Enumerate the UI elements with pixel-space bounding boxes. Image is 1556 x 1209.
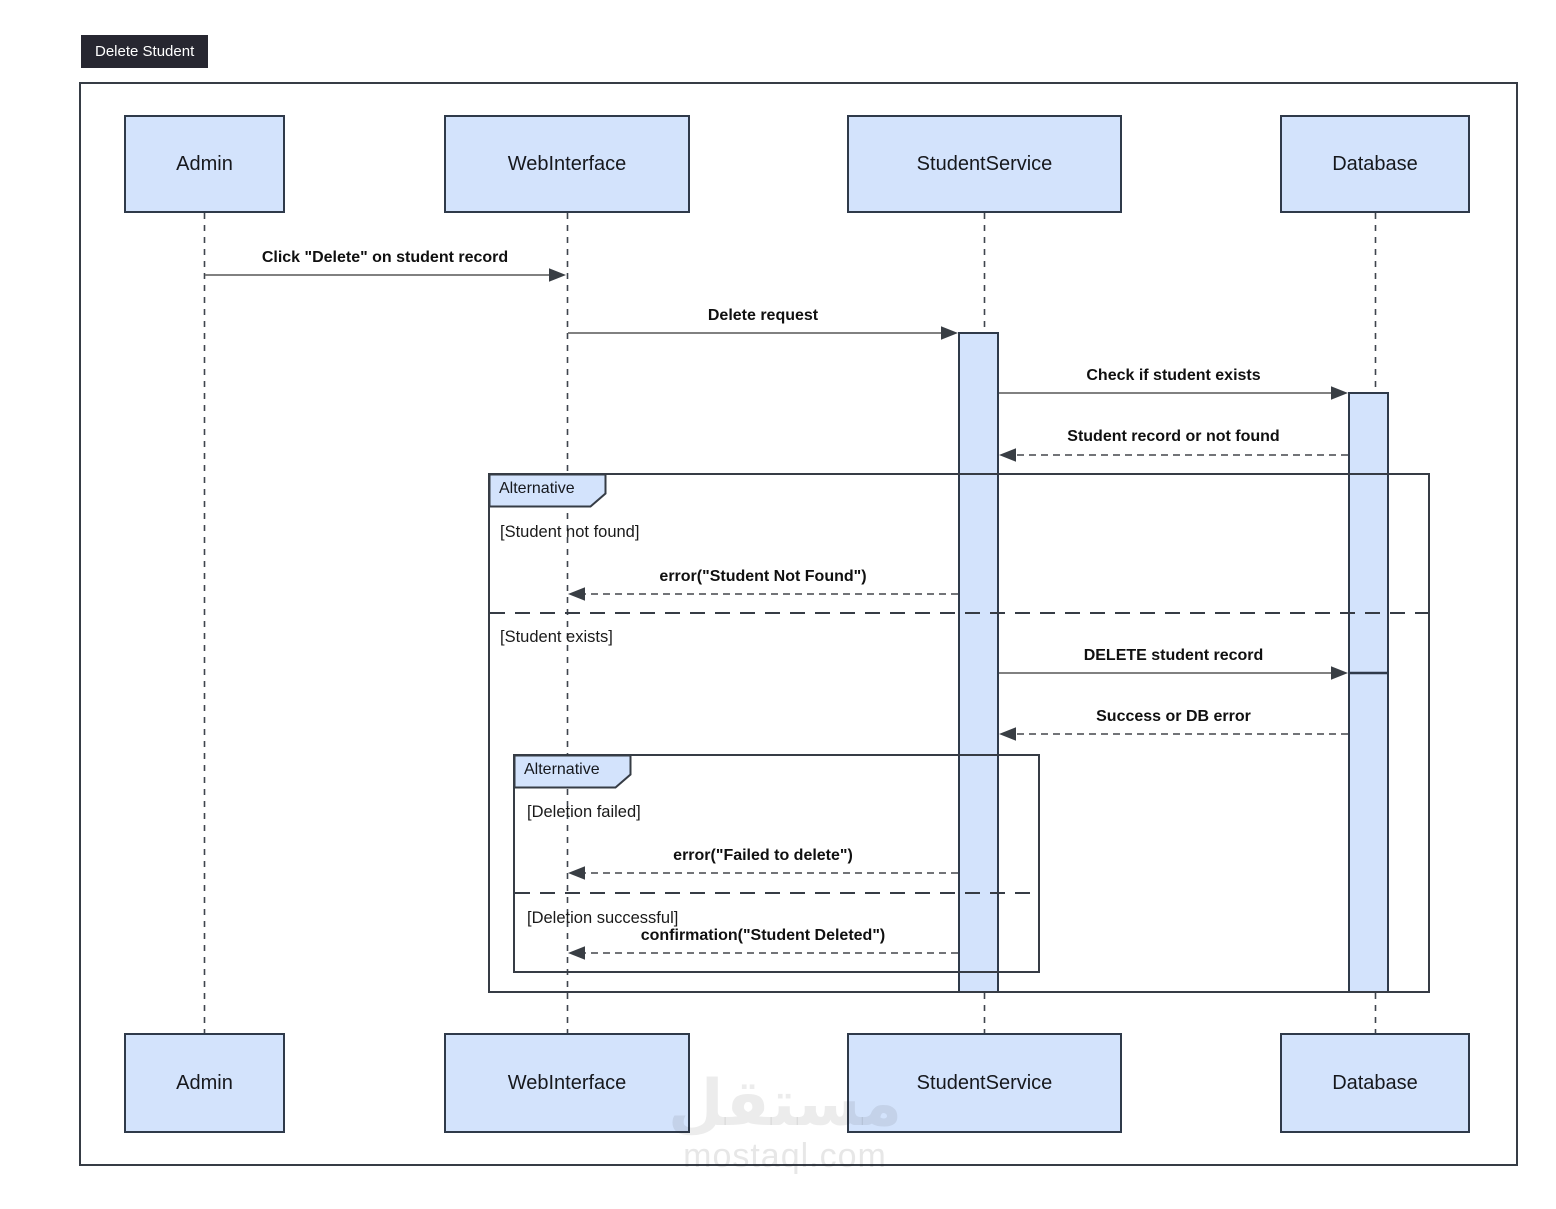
guard-deletion-failed: [Deletion failed] <box>527 803 641 821</box>
message-label-2: Delete request <box>707 307 819 324</box>
participant-label: Admin <box>176 1071 233 1094</box>
alt-frame-outer-label: Alternative <box>499 480 575 497</box>
participant-label: WebInterface <box>507 1071 627 1094</box>
participant-box-admin-top: Admin <box>124 115 285 213</box>
alt-frame-inner-label: Alternative <box>524 761 600 778</box>
participant-box-database-top: Database <box>1280 115 1470 213</box>
participant-label: StudentService <box>916 1071 1053 1094</box>
message-label-9: confirmation("Student Deleted") <box>640 927 886 944</box>
activation-bar-database <box>1348 392 1389 993</box>
diagram-title: Delete Student <box>95 43 195 60</box>
participant-box-admin-bottom: Admin <box>124 1033 285 1133</box>
participant-label: Admin <box>176 152 233 175</box>
message-label-4: Student record or not found <box>1067 428 1280 445</box>
message-label-6: DELETE student record <box>1083 647 1264 664</box>
alt-frame-outer <box>488 473 1430 993</box>
message-label-7: Success or DB error <box>1096 708 1251 725</box>
alt-frame-inner <box>513 754 1040 973</box>
guard-student-exists: [Student exists] <box>500 628 613 646</box>
message-label-1: Click "Delete" on student record <box>261 249 509 266</box>
guard-student-not-found: [Student not found] <box>500 523 640 541</box>
participant-label: Database <box>1332 1071 1418 1094</box>
guard-deletion-successful: [Deletion successful] <box>527 909 679 927</box>
participant-label: WebInterface <box>507 152 627 175</box>
message-label-8: error("Failed to delete") <box>673 847 853 864</box>
alt-frame-outer-divider <box>490 612 1428 614</box>
participant-box-studentservice-top: StudentService <box>847 115 1122 213</box>
participant-box-database-bottom: Database <box>1280 1033 1470 1133</box>
participant-box-studentservice-bottom: StudentService <box>847 1033 1122 1133</box>
activation-bar-studentservice <box>958 332 999 993</box>
diagram-outer-border <box>79 82 1518 1166</box>
message-label-5: error("Student Not Found") <box>659 568 867 585</box>
participant-label: Database <box>1332 152 1418 175</box>
participant-label: StudentService <box>916 152 1053 175</box>
message-label-3: Check if student exists <box>1086 367 1261 384</box>
participant-box-webinterface-top: WebInterface <box>444 115 690 213</box>
participant-box-webinterface-bottom: WebInterface <box>444 1033 690 1133</box>
alt-frame-inner-divider <box>515 892 1038 894</box>
diagram-title-badge: Delete Student <box>81 35 209 68</box>
